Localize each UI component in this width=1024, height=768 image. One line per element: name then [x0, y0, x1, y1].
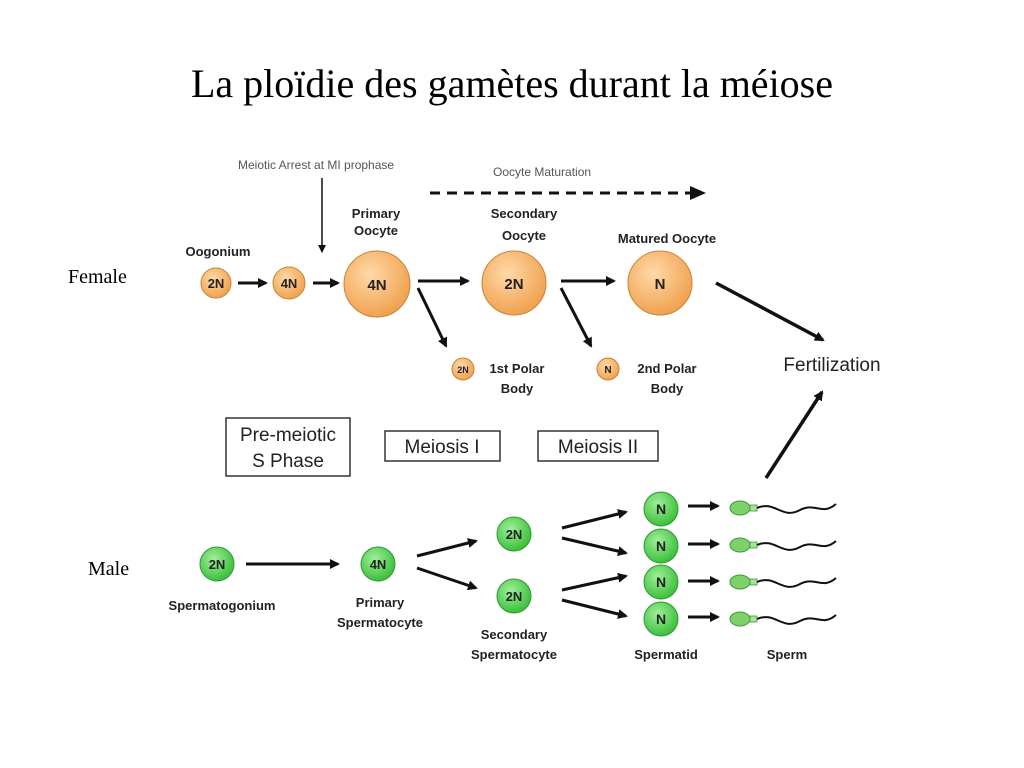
arrow-secondary-to-polar2 — [559, 287, 593, 348]
svg-text:2N: 2N — [209, 557, 226, 572]
arrow-oocyte-to-fertilization — [715, 281, 825, 342]
secondary-oocyte-label-line2: Oocyte — [502, 228, 546, 243]
polar-body-2-label-line1: 2nd Polar — [637, 361, 696, 376]
svg-text:2N: 2N — [506, 589, 523, 604]
sperm-4 — [729, 611, 837, 627]
arrow-primary-to-polar1 — [416, 287, 448, 348]
polar-body-2-label-line2: Body — [651, 381, 684, 396]
oocyte-maturation-arrowhead — [690, 186, 706, 200]
fertilization-label: Fertilization — [783, 355, 880, 376]
premeiotic-s-phase-box: Pre-meiotic S Phase — [225, 417, 351, 477]
sperm-1 — [729, 500, 837, 516]
polar-body-1-cell: 2N — [451, 357, 475, 381]
polar-body-2-cell: N — [596, 357, 620, 381]
spermatid-3-cell: N — [643, 564, 679, 600]
svg-text:4N: 4N — [281, 276, 298, 291]
secondary-oocyte-cell: 2N — [481, 250, 547, 316]
primary-spermatocyte-label-line1: Primary — [356, 595, 405, 610]
spermatid-1-cell: N — [643, 491, 679, 527]
secondary-spermatocyte-b-cell: 2N — [496, 578, 532, 614]
matured-oocyte-label: Matured Oocyte — [618, 231, 716, 246]
svg-text:4N: 4N — [370, 557, 387, 572]
svg-text:4N: 4N — [367, 277, 386, 294]
primary-oocyte-label-line2: Oocyte — [354, 223, 398, 238]
secondary-spermatocyte-label-line1: Secondary — [481, 627, 548, 642]
secondary-spermatocyte-a-cell: 2N — [496, 516, 532, 552]
primary-oocyte-label-line1: Primary — [352, 206, 401, 221]
svg-text:Meiosis II: Meiosis II — [558, 437, 638, 458]
arrow-secondary-a-to-spermatid-1 — [561, 509, 628, 530]
slide-title: La ploïdie des gamètes durant la méiose — [190, 61, 833, 106]
oogonium-cell: 2N — [200, 267, 232, 299]
meiotic-arrest-label: Meiotic Arrest at MI prophase — [238, 158, 394, 172]
female-row-label: Female — [68, 266, 127, 288]
oogonium-label: Oogonium — [186, 244, 251, 259]
polar-body-1-label-line2: Body — [501, 381, 534, 396]
primary-oocyte-cell: 4N — [343, 250, 411, 318]
arrow-primary-to-secondary-b — [416, 566, 478, 591]
spermatid-2-cell: N — [643, 528, 679, 564]
oocyte-maturation-label: Oocyte Maturation — [493, 165, 591, 179]
secondary-oocyte-label-line1: Secondary — [491, 206, 558, 221]
svg-text:2N: 2N — [208, 276, 225, 291]
arrow-secondary-b-to-spermatid-3 — [561, 572, 628, 592]
spermatid-4-cell: N — [643, 601, 679, 637]
sperm-3 — [729, 574, 837, 590]
primary-spermatocyte-label-line2: Spermatocyte — [337, 615, 423, 630]
meiosis-1-box: Meiosis I — [384, 430, 501, 462]
spermatid-label: Spermatid — [634, 647, 698, 662]
svg-text:2N: 2N — [504, 276, 523, 293]
svg-text:N: N — [656, 538, 666, 554]
svg-text:2N: 2N — [506, 527, 523, 542]
svg-text:N: N — [656, 501, 666, 517]
arrow-sperm-to-fertilization — [764, 390, 824, 479]
svg-text:N: N — [656, 574, 666, 590]
svg-text:2N: 2N — [457, 365, 469, 375]
svg-text:Pre-meiotic: Pre-meiotic — [240, 425, 336, 446]
svg-text:N: N — [604, 365, 611, 376]
arrow-primary-to-secondary-a — [416, 538, 478, 558]
matured-oocyte-cell: N — [627, 250, 693, 316]
oocyte-4n-small-cell: 4N — [272, 266, 306, 300]
svg-text:S Phase: S Phase — [252, 451, 324, 472]
secondary-spermatocyte-label-line2: Spermatocyte — [471, 647, 557, 662]
primary-spermatocyte-cell: 4N — [360, 546, 396, 582]
sperm-label: Sperm — [767, 647, 807, 662]
svg-text:Meiosis I: Meiosis I — [405, 437, 480, 458]
svg-text:N: N — [655, 276, 666, 293]
arrow-secondary-a-to-spermatid-2 — [561, 536, 628, 557]
meiosis-2-box: Meiosis II — [537, 430, 659, 462]
spermatogonium-label: Spermatogonium — [169, 598, 276, 613]
svg-text:N: N — [656, 611, 666, 627]
male-row-label: Male — [88, 558, 130, 580]
arrow-secondary-b-to-spermatid-4 — [561, 598, 628, 619]
sperm-2 — [729, 537, 837, 553]
spermatogonium-cell: 2N — [199, 546, 235, 582]
polar-body-1-label-line1: 1st Polar — [490, 361, 545, 376]
